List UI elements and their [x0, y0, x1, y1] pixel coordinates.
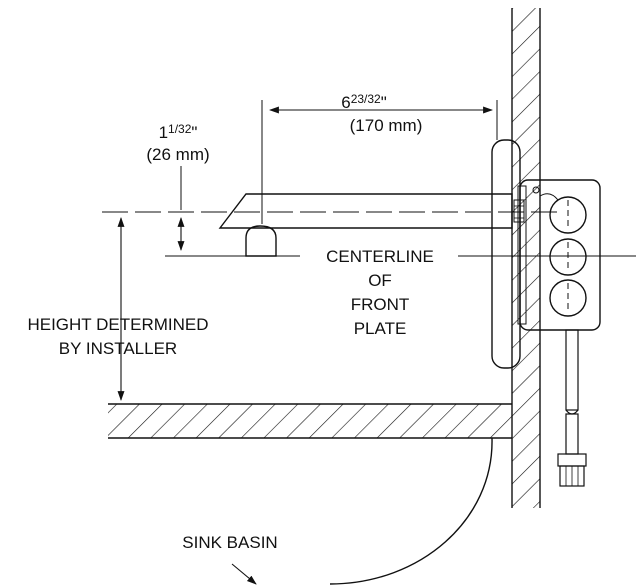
centerline-label-4: PLATE: [354, 319, 407, 338]
sink-basin-outline: [329, 437, 493, 585]
centerline-label-2: OF: [368, 271, 392, 290]
horizontal-dimension-metric: (170 mm): [350, 116, 423, 135]
centerline-label-1: CENTERLINE: [326, 247, 434, 266]
labels: 623/32" (170 mm) 11/32" (26 mm) CENTERLI…: [27, 92, 433, 552]
centerline-label-3: FRONT: [351, 295, 410, 314]
sink-basin-leader: [231, 563, 257, 585]
height-label-2: BY INSTALLER: [59, 339, 177, 358]
dimension-arrows: [117, 106, 493, 585]
wall: [511, 8, 541, 508]
spout: [218, 193, 513, 257]
countertop: [108, 403, 512, 439]
sink-basin-label: SINK BASIN: [182, 533, 277, 552]
horizontal-dimension-label: 623/32": [341, 92, 387, 112]
height-label-1: HEIGHT DETERMINED: [27, 315, 208, 334]
vertical-dimension-label: 11/32": [159, 122, 198, 142]
vertical-dimension-metric: (26 mm): [146, 145, 209, 164]
reference-lines: [102, 100, 636, 257]
supply-hose: [557, 329, 587, 487]
